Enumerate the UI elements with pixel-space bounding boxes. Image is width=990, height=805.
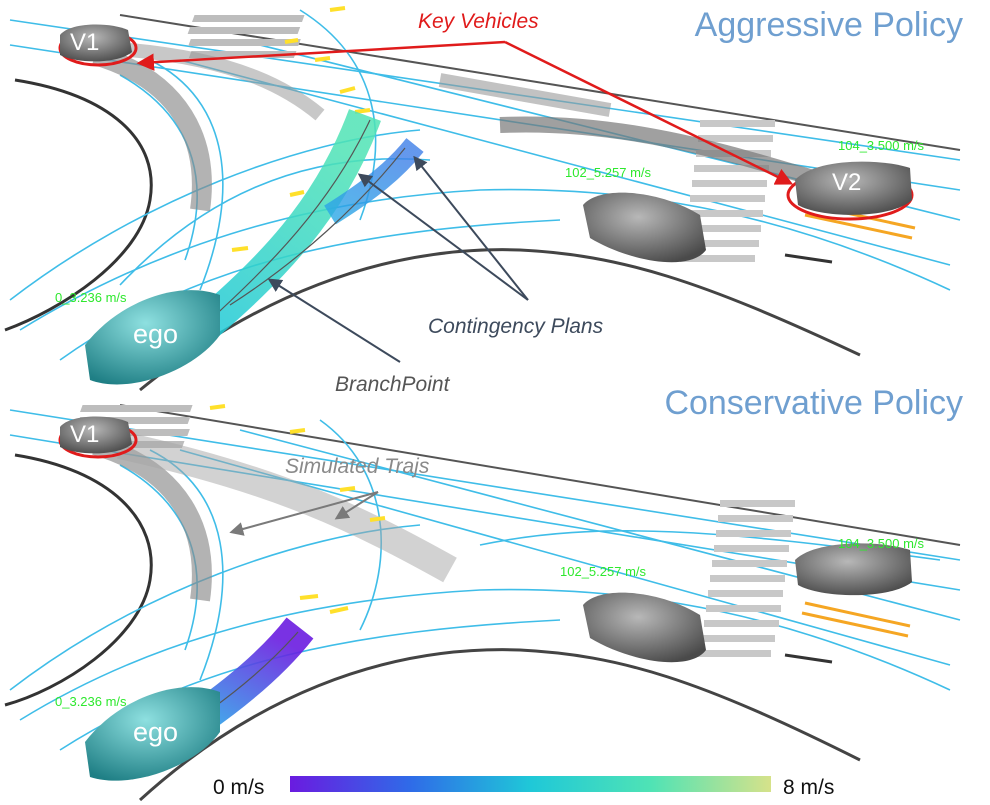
arrow-sim-traj-1 xyxy=(229,491,379,536)
annot-key-vehicles: Key Vehicles xyxy=(418,10,539,33)
vehicle-v1-top: V1 xyxy=(58,24,138,67)
speed-right-bottom: 104_3.500 m/s xyxy=(838,536,925,551)
vehicle-mid-bottom xyxy=(583,592,706,663)
title-aggressive: Aggressive Policy xyxy=(695,6,963,44)
road-edge-left-curve xyxy=(4,78,153,332)
title-conservative: Conservative Policy xyxy=(664,384,963,422)
annot-contingency-plans: Contingency Plans xyxy=(428,315,604,338)
arrow-key-v1 xyxy=(136,40,506,71)
yellow-markers-bottom xyxy=(209,404,386,614)
arrow-contingency-2 xyxy=(413,155,529,301)
lane-marks-orange-bottom xyxy=(801,601,911,638)
ego-plan-main-top xyxy=(188,109,381,343)
speed-mid-top: 102_5.257 m/s xyxy=(565,165,652,180)
sim-traj-v1b-bottom xyxy=(117,431,457,583)
road-edge-bottom-curve xyxy=(139,248,861,392)
vehicle-ego-bottom: ego xyxy=(85,687,220,781)
vehicle-v2-top: V2 xyxy=(786,161,914,221)
lane-marks-dark-top xyxy=(784,253,833,264)
arrow-branch-point xyxy=(267,278,401,363)
arrow-sim-traj-2 xyxy=(334,491,379,520)
colorbar: 0 m/s 8 m/s xyxy=(213,776,834,799)
panel-aggressive: V1 V2 ego 0_3.236 m/s 102_5.257 m/s 104_… xyxy=(4,6,963,396)
arrow-contingency-1 xyxy=(357,173,529,301)
road-edge-left-curve-bottom xyxy=(4,453,153,707)
arrow-key-v2 xyxy=(504,40,794,185)
annot-branch-point: BranchPoint xyxy=(335,373,451,396)
speed-ego-bottom: 0_3.236 m/s xyxy=(55,694,127,709)
annot-simulated-trajs: Simulated Trajs xyxy=(285,455,430,478)
ego-plan-dots-top xyxy=(209,119,406,321)
colorbar-min-label: 0 m/s xyxy=(213,776,264,799)
sim-traj-mid-top xyxy=(438,73,612,117)
road-edge-top-bottom xyxy=(119,404,961,546)
crosswalk-top-left xyxy=(187,15,305,58)
crosswalk-bottom-right xyxy=(696,500,795,657)
label-ego-top: ego xyxy=(133,319,178,349)
label-v1-bottom: V1 xyxy=(70,421,99,448)
road-edge-bottom-curve-bottom xyxy=(138,648,861,802)
sim-traj-v1-top xyxy=(92,45,212,212)
speed-mid-bottom: 102_5.257 m/s xyxy=(560,564,647,579)
speed-ego-top: 0_3.236 m/s xyxy=(55,290,127,305)
vehicle-right-bottom xyxy=(795,543,912,596)
yellow-markers-top xyxy=(231,6,371,252)
ego-plan-dots-bottom xyxy=(209,631,299,711)
label-v1-top: V1 xyxy=(70,29,99,56)
speed-right-top: 104_3.500 m/s xyxy=(838,138,925,153)
road-edge-top xyxy=(119,14,961,151)
colorbar-gradient xyxy=(290,776,771,792)
sim-traj-v1b-top xyxy=(129,43,325,121)
vehicle-v1-bottom: V1 xyxy=(58,416,138,459)
vehicle-ego-top: ego xyxy=(85,290,220,385)
label-v2-top: V2 xyxy=(832,169,861,196)
sim-traj-v2-top xyxy=(499,116,823,188)
vehicle-mid-top xyxy=(583,192,706,263)
label-ego-bottom: ego xyxy=(133,717,178,747)
colorbar-max-label: 8 m/s xyxy=(783,776,834,799)
panel-conservative: V1 ego 0_3.236 m/s 102_5.257 m/s 104_3.5… xyxy=(4,384,963,802)
lane-marks-dark-bottom xyxy=(784,653,833,664)
ego-plan-branch-top xyxy=(324,138,424,225)
